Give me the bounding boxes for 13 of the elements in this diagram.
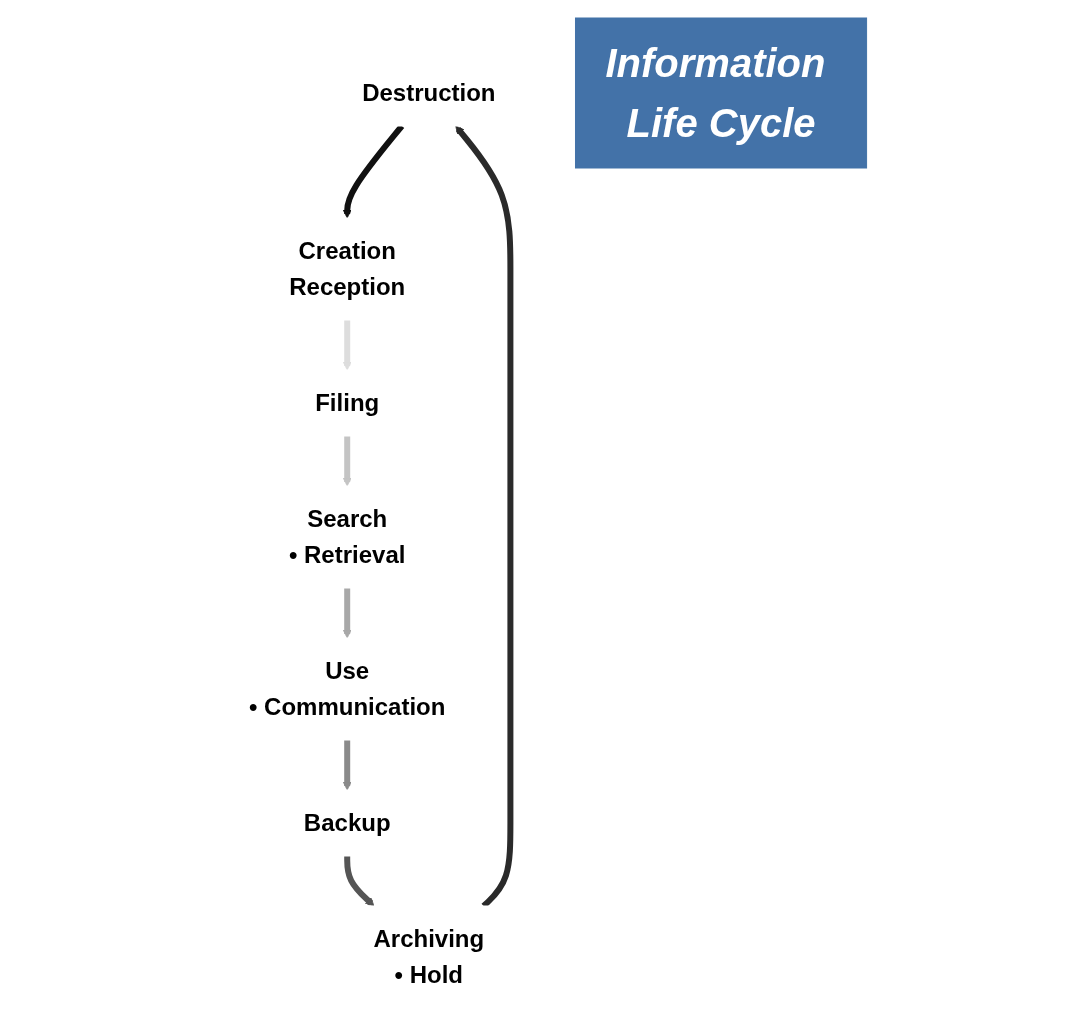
- node-box: Information Life Cycle: [575, 17, 868, 169]
- arrow: [343, 740, 352, 791]
- arrow: [343, 320, 352, 371]
- arrow: [344, 856, 375, 907]
- arrow: [343, 436, 352, 487]
- node-text: Creation Reception: [289, 237, 406, 300]
- arrow: [343, 588, 352, 639]
- node-text: Filing: [315, 389, 380, 416]
- node-text: Use • Communication: [249, 657, 446, 720]
- node-text: Destruction: [362, 79, 496, 106]
- node-text: Archiving • Hold: [373, 925, 485, 988]
- node-text: Search • Retrieval: [289, 505, 406, 568]
- node-text: Backup: [304, 809, 391, 836]
